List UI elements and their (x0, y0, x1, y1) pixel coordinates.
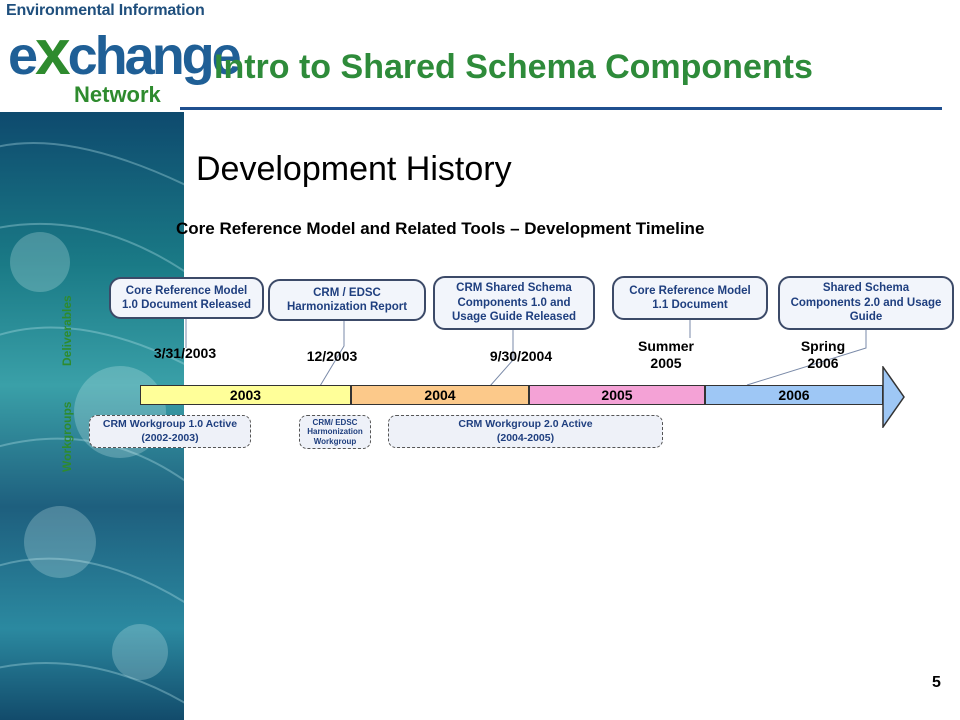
deliverable-box: CRM / EDSC Harmonization Report (268, 279, 426, 321)
connector-line (489, 329, 514, 387)
logo-sub-text: Network (74, 82, 161, 107)
deliverable-box: CRM Shared Schema Components 1.0 and Usa… (433, 276, 595, 330)
deliverable-date: 9/30/2004 (489, 348, 553, 364)
timeline-arrowhead (882, 366, 905, 428)
timeline-year-segment: 2004 (351, 385, 529, 405)
logo-x: x (35, 16, 71, 88)
deliverable-date: 3/31/2003 (153, 345, 217, 361)
deliverable-box: Core Reference Model 1.1 Document (612, 276, 768, 320)
timeline-year-segment: 2003 (140, 385, 351, 405)
workgroup-box: CRM Workgroup 1.0 Active (2002-2003) (89, 415, 251, 448)
deliverable-box: Shared Schema Components 2.0 and Usage G… (778, 276, 954, 330)
page-number: 5 (932, 674, 941, 691)
deliverable-date: Summer 2005 (637, 338, 695, 371)
logo-e: e (8, 26, 38, 86)
workgroup-box: CRM Workgroup 2.0 Active (2004-2005) (388, 415, 663, 448)
deliverable-box: Core Reference Model 1.0 Document Releas… (109, 277, 264, 319)
logo-main-text: exchange (8, 20, 242, 86)
slide-subtitle: Development History (196, 150, 512, 188)
deliverable-date: Spring 2006 (800, 338, 846, 371)
workgroup-box: CRM/ EDSC Harmonization Workgroup (299, 415, 371, 449)
logo-top-text: Environmental Information (6, 2, 205, 19)
connector-line (319, 321, 345, 387)
header-divider (180, 107, 942, 110)
connector-line (746, 329, 867, 386)
exchange-network-logo: Environmental Information exchange Netwo… (4, 2, 242, 107)
timeline-year-segment: 2006 (705, 385, 883, 405)
logo-change: change (67, 26, 242, 86)
timeline-year-segment: 2005 (529, 385, 705, 405)
deliverable-date: 12/2003 (306, 348, 358, 364)
timeline-title: Core Reference Model and Related Tools –… (176, 219, 705, 238)
page-title: Intro to Shared Schema Components (214, 48, 813, 86)
